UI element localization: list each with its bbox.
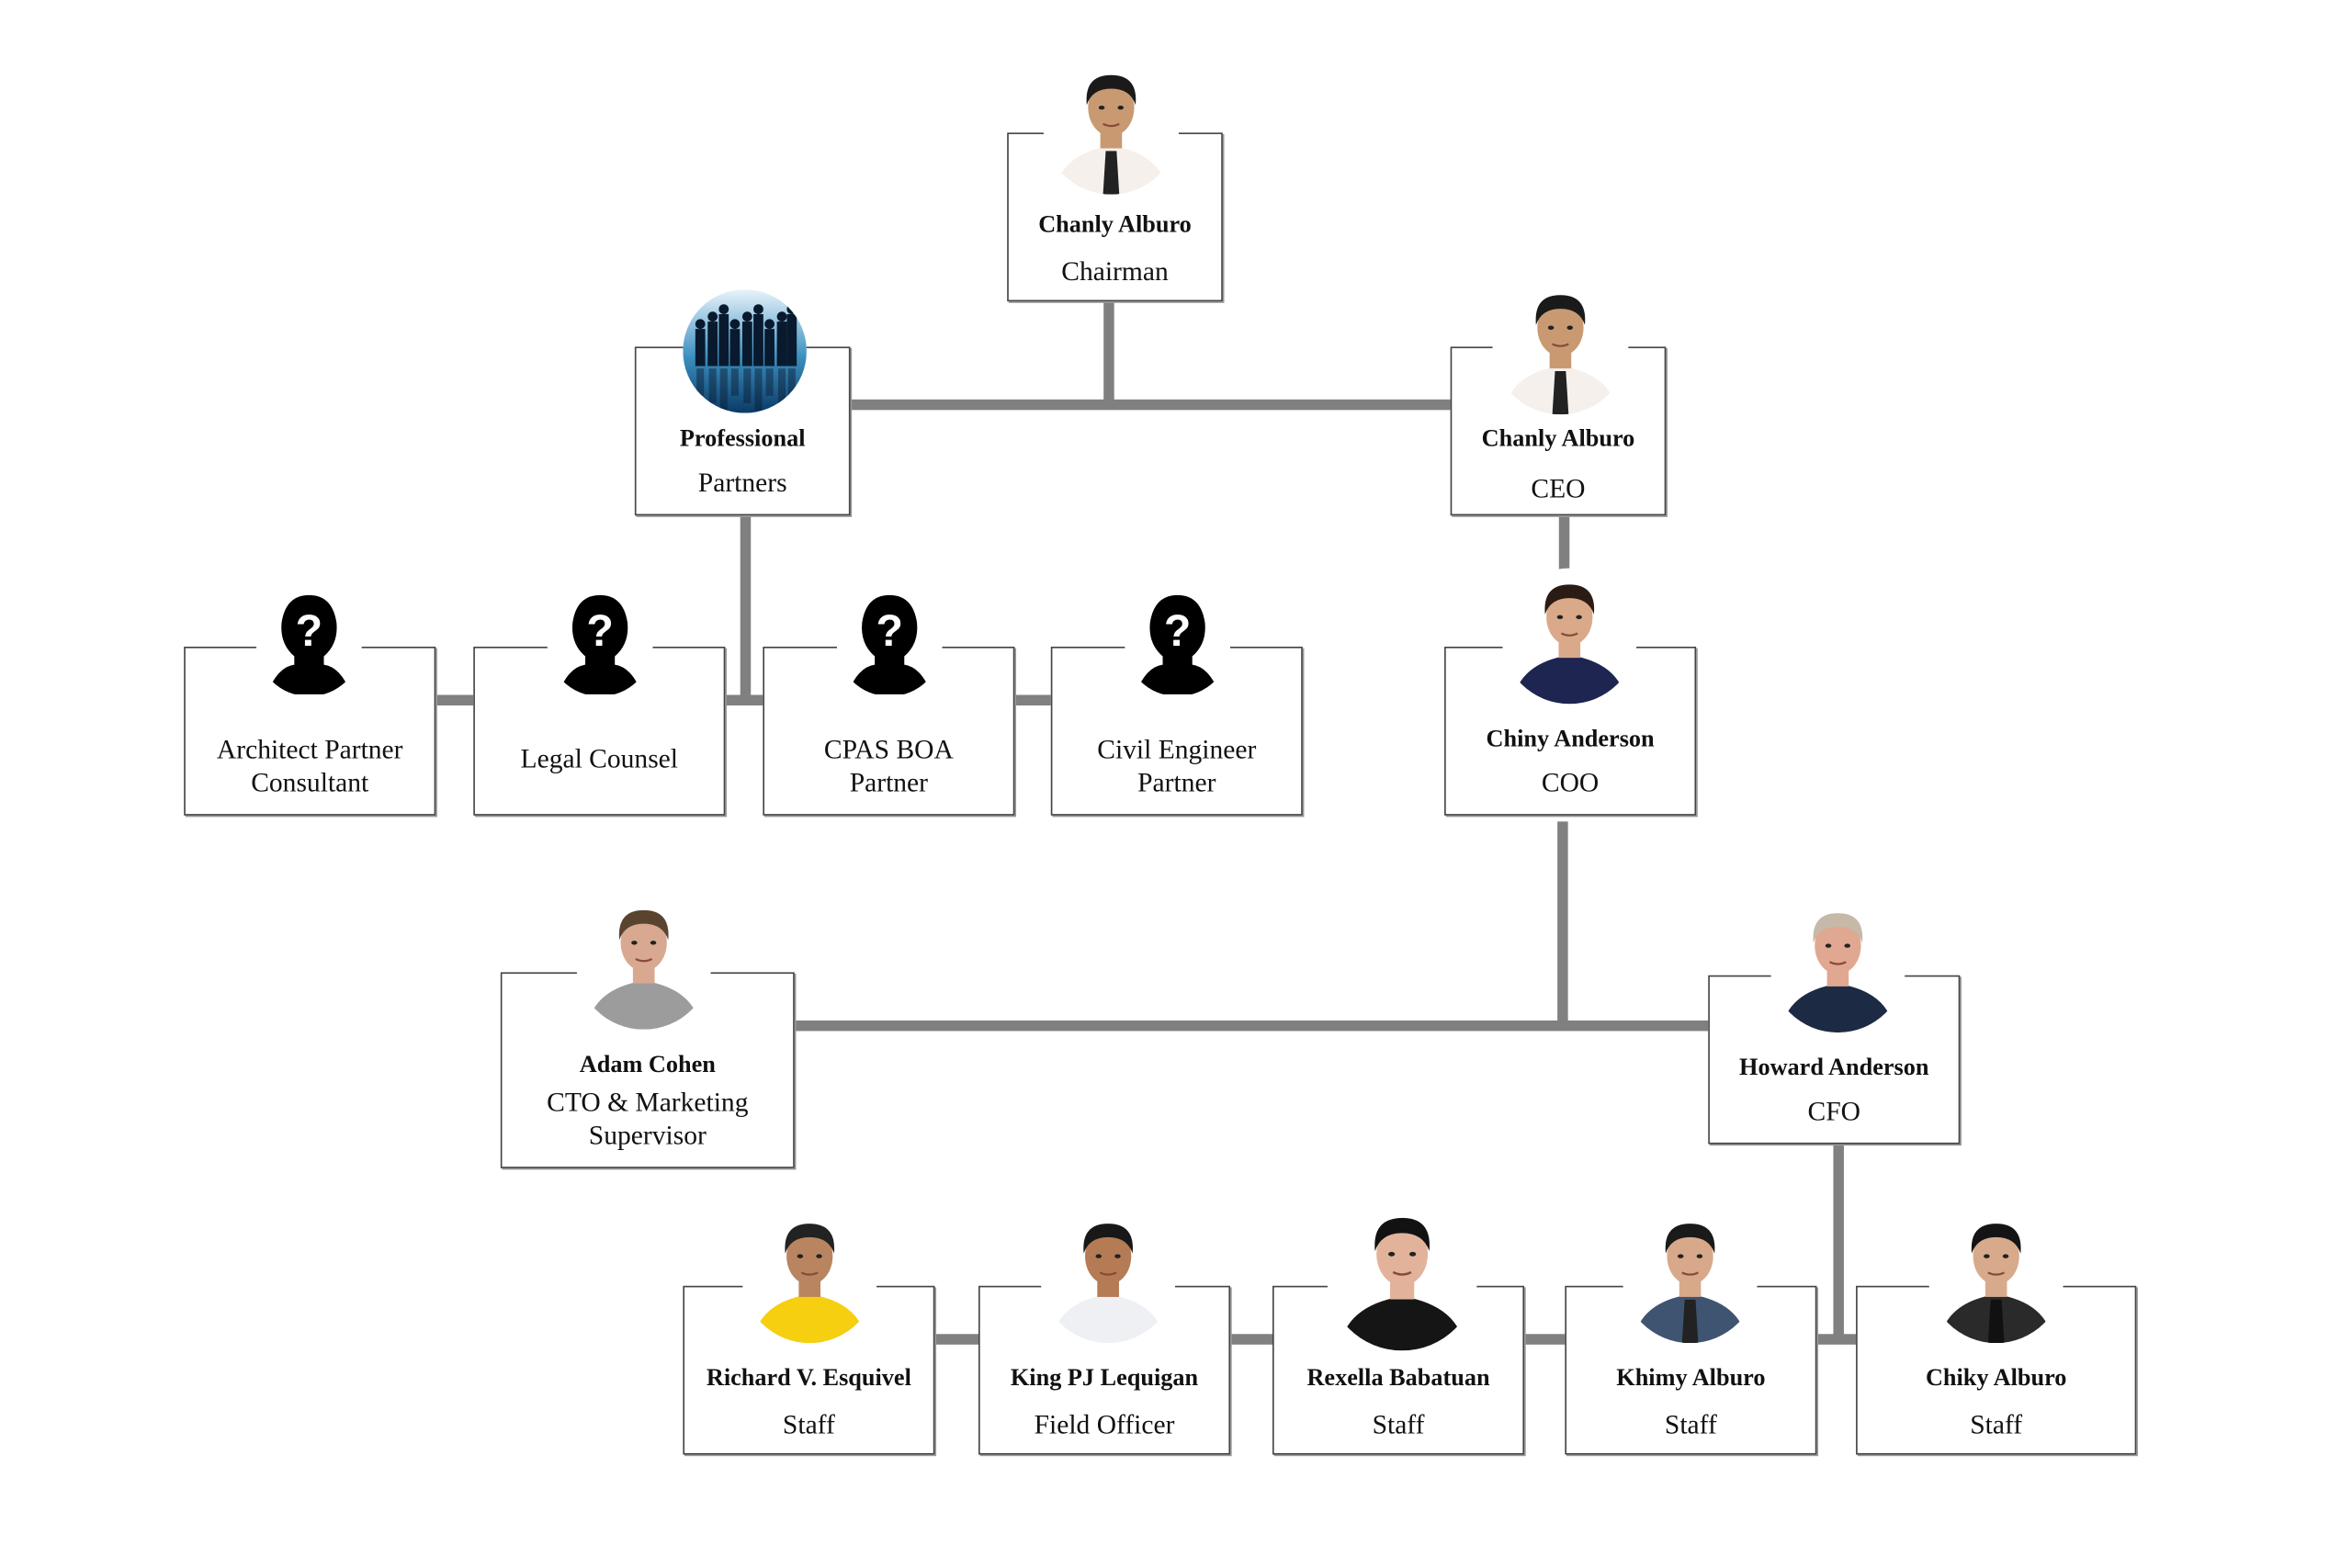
- connector-line: [725, 694, 763, 705]
- person-photo: [575, 894, 712, 1030]
- unknown-person-icon: ?: [836, 591, 943, 697]
- person-photo: [1501, 568, 1638, 705]
- node-title: COO: [1541, 767, 1600, 798]
- svg-text:?: ?: [876, 606, 902, 656]
- connector-line: [1014, 694, 1051, 705]
- node-title: CEO: [1531, 473, 1586, 504]
- node-title: Staff: [782, 1409, 835, 1440]
- connector-line: [740, 515, 752, 705]
- node-name: Khimy Alburo: [1616, 1365, 1766, 1392]
- node-title: Legal Counsel: [520, 743, 679, 773]
- node-title: Partners: [697, 467, 787, 498]
- person-photo: [1043, 58, 1180, 195]
- connector-line: [1103, 301, 1114, 408]
- node-title: Staff: [1664, 1409, 1717, 1440]
- node-name: Richard V. Esquivel: [706, 1365, 911, 1392]
- node-name: Chanly Alburo: [1038, 212, 1192, 239]
- unknown-person-icon: ?: [1125, 591, 1231, 697]
- connector-line: [1524, 1334, 1566, 1345]
- person-photo: [1770, 897, 1906, 1033]
- connector-line: [772, 1020, 1709, 1032]
- node-title: Field Officer: [1034, 1409, 1175, 1440]
- node-name: King PJ Lequigan: [1010, 1365, 1199, 1392]
- unknown-person-icon: ?: [255, 591, 362, 697]
- connector-line: [850, 399, 1451, 411]
- connector-line: [1816, 1334, 1857, 1345]
- person-photo: [1492, 278, 1629, 415]
- node-title: CPAS BOA Partner: [823, 734, 954, 798]
- node-name: Adam Cohen: [579, 1052, 716, 1078]
- connector-line: [1557, 821, 1568, 1030]
- svg-text:?: ?: [586, 606, 613, 656]
- person-photo: [741, 1207, 878, 1344]
- group-photo: [683, 289, 807, 413]
- connector-line: [1230, 1334, 1273, 1345]
- svg-text:?: ?: [1164, 606, 1191, 656]
- person-photo: [1327, 1200, 1478, 1351]
- node-title: Staff: [1970, 1409, 2023, 1440]
- connector-line: [1558, 515, 1570, 570]
- node-title: Civil Engineer Partner: [1097, 734, 1257, 798]
- person-photo: [1040, 1207, 1176, 1344]
- connector-line: [934, 1334, 979, 1345]
- person-photo: [1622, 1207, 1758, 1344]
- node-title: Chairman: [1061, 255, 1169, 287]
- node-name: Chiny Anderson: [1486, 726, 1655, 752]
- connector-line: [435, 694, 474, 705]
- node-title: CTO & Marketing Supervisor: [547, 1087, 749, 1151]
- node-name: Professional: [679, 426, 806, 453]
- node-title: Staff: [1372, 1409, 1425, 1440]
- node-name: Rexella Babatuan: [1306, 1365, 1490, 1392]
- connector-line: [1833, 1142, 1844, 1344]
- svg-text:?: ?: [296, 606, 322, 656]
- node-name: Chanly Alburo: [1481, 426, 1635, 453]
- node-title: CFO: [1807, 1096, 1860, 1126]
- node-name: Howard Anderson: [1739, 1055, 1929, 1081]
- unknown-person-icon: ?: [547, 591, 653, 697]
- person-photo: [1928, 1207, 2064, 1344]
- node-name: Chiky Alburo: [1925, 1365, 2067, 1392]
- node-title: Architect Partner Consultant: [216, 734, 403, 798]
